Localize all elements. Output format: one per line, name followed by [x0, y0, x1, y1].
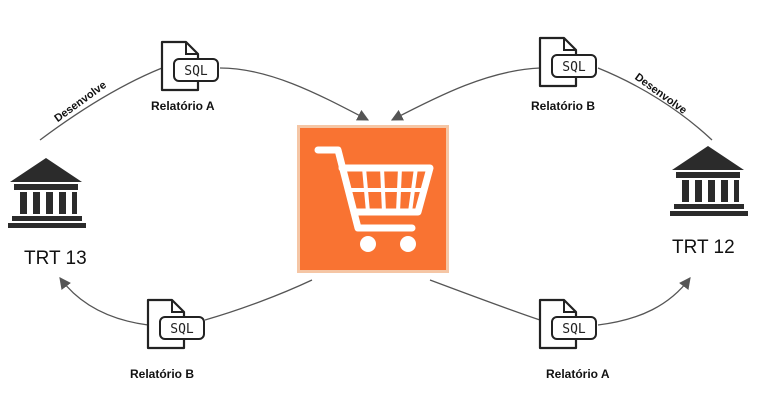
sql-file-icon-bottom-right-badge-text: SQL: [562, 322, 586, 337]
sql-file-icon-top-right-badge-text: SQL: [562, 60, 586, 75]
sql-file-icon-bottom-left-badge-text: SQL: [170, 322, 194, 337]
report-bottom-right-label: Relatório A: [546, 367, 610, 381]
courthouse-icon-left: [8, 158, 86, 228]
edge-cart-to-report-a: [429, 279, 541, 321]
edge-report-a-to-trt12: [597, 277, 691, 326]
edge-report-a-to-cart: [219, 67, 370, 121]
sql-file-icon-top-right: SQL: [538, 36, 597, 88]
edge-cart-to-report-b: [204, 279, 313, 321]
courthouse-icon-right: [670, 146, 748, 216]
shopping-cart-icon: [314, 146, 434, 232]
sql-file-icon-top-left: SQL: [160, 40, 219, 92]
sql-file-icon-top-left-badge-text: SQL: [184, 64, 208, 79]
edge-report-b-to-cart: [390, 67, 541, 121]
trt12-label: TRT 12: [672, 237, 735, 258]
edge-trt12-to-report-b: [597, 67, 713, 141]
report-top-left-label: Relatório A: [151, 99, 215, 113]
sql-file-icon-bottom-left: SQL: [146, 298, 205, 350]
edge-trt13-to-report-a: [39, 67, 163, 141]
sql-file-icon-bottom-right: SQL: [538, 298, 597, 350]
trt13-label: TRT 13: [24, 248, 87, 269]
cart-node: [297, 125, 449, 273]
report-bottom-left-label: Relatório B: [130, 367, 195, 381]
report-top-right-label: Relatório B: [531, 99, 596, 113]
edge-report-b-to-trt13: [59, 277, 149, 326]
